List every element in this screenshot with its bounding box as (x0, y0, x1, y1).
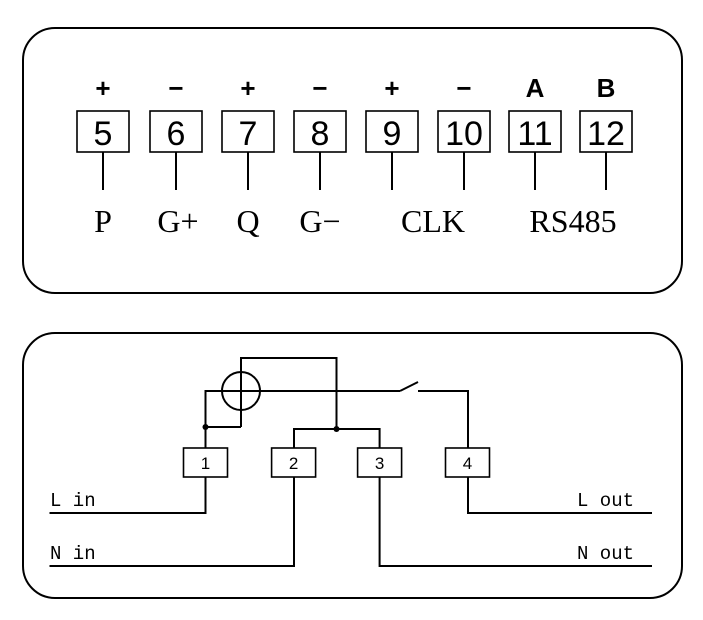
terminal-number: 9 (383, 115, 402, 153)
signal-terminal-6: −6 (149, 73, 203, 190)
signal-label: CLK (401, 203, 465, 239)
junction-dot (202, 424, 209, 430)
terminal-number: 10 (445, 115, 483, 153)
polarity-label: + (240, 73, 255, 103)
terminal-box (76, 110, 130, 153)
n-out-label: N out (577, 543, 634, 565)
polarity-label: − (456, 73, 471, 103)
signal-terminal-5: +5 (76, 73, 130, 190)
switched-live-wire (418, 390, 469, 448)
terminal-number: 2 (289, 454, 298, 473)
power-terminal-panel (22, 332, 683, 599)
signal-terminal-8: −8 (293, 73, 347, 190)
l-out-wire (467, 477, 652, 514)
l-out-label: L out (577, 490, 634, 512)
terminal-number: 7 (239, 115, 258, 153)
signal-terminal-11: A 11 (508, 73, 562, 190)
polarity-label: − (168, 73, 183, 103)
terminal-box (182, 447, 229, 478)
n-in-label: N in (50, 543, 96, 565)
terminal-box (365, 110, 419, 153)
l-in-wire (49, 477, 207, 514)
terminal-number: 6 (167, 115, 186, 153)
power-terminal-1: 1 (182, 447, 229, 478)
polarity-label: + (95, 73, 110, 103)
signal-label: P (94, 203, 112, 239)
relay-switch-icon (399, 381, 419, 392)
junction-dot (333, 426, 340, 432)
signal-label: G+ (157, 203, 198, 239)
signal-terminal-10: − 10 (437, 73, 491, 190)
n-out-wire (378, 477, 652, 567)
signal-label: G− (299, 203, 340, 239)
l-in-label: L in (50, 490, 96, 512)
terminal-number: 11 (517, 115, 552, 153)
signal-label: RS485 (529, 203, 616, 239)
terminal-number: 4 (463, 454, 472, 473)
terminal-number: 12 (587, 115, 625, 153)
polarity-label: + (384, 73, 399, 103)
signal-label: Q (236, 203, 259, 239)
n-in-wire (49, 477, 295, 567)
power-terminal-4: 4 (444, 447, 491, 478)
terminal-box (356, 447, 403, 478)
terminal-number: 5 (94, 115, 113, 153)
terminal-box (437, 110, 491, 153)
terminal-box (270, 447, 317, 478)
terminal-box (149, 110, 203, 153)
signal-terminal-12: B 12 (579, 73, 633, 190)
terminal-box (444, 447, 491, 478)
power-terminals: 1 2 3 4 (182, 447, 491, 478)
signal-terminal-7: +7 (221, 73, 275, 190)
signal-terminal-panel (22, 27, 683, 294)
terminal-box (579, 110, 633, 153)
terminal-number: 1 (201, 454, 210, 473)
terminal-number: 8 (311, 115, 330, 153)
terminal-box (508, 110, 562, 153)
terminal-box (293, 110, 347, 153)
signal-terminal-9: +9 (365, 73, 419, 190)
polarity-label: B (597, 73, 616, 103)
terminal-number: 3 (375, 454, 384, 473)
power-terminal-2: 2 (270, 447, 317, 478)
power-wiring (49, 357, 652, 567)
polarity-label: − (312, 73, 327, 103)
voltage-loop-wire (240, 357, 338, 429)
polarity-label: A (526, 73, 545, 103)
power-terminal-3: 3 (356, 447, 403, 478)
